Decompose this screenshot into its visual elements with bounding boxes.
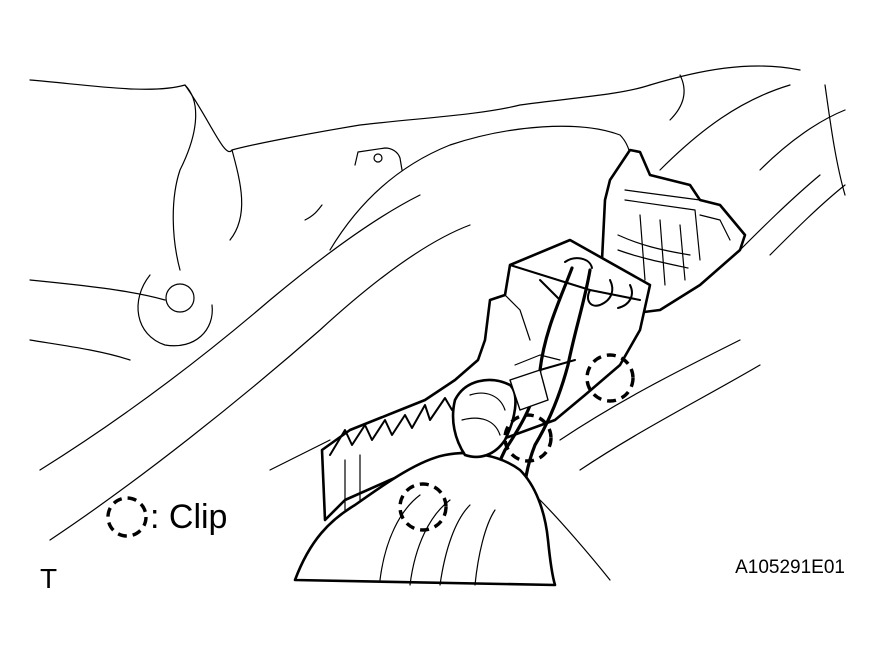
legend-clip-symbol [106,496,148,538]
clip-marker-lower-left [398,482,448,532]
view-marker: T [40,563,57,594]
background-panels [29,65,846,581]
legend: : Clip [106,496,227,538]
clip-marker-center [503,413,553,463]
clip-marker-upper-right [585,353,635,403]
lower-harness [293,369,557,587]
clip-markers [398,353,635,532]
legend-clip-label: : Clip [150,498,227,536]
figure-code: A105291E01 [735,557,845,578]
